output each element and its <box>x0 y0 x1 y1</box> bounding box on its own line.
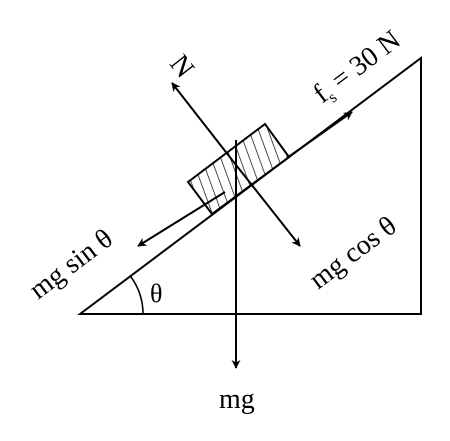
angle-arc <box>129 275 144 315</box>
friction-label: fs = 30 N <box>308 24 409 112</box>
perpendicular-component-label: mg cos θ <box>304 210 403 295</box>
perpendicular-component-arrow <box>235 164 301 247</box>
normal-force-arrow <box>171 82 237 166</box>
friction-arrow <box>286 111 353 159</box>
normal-label: N <box>163 49 200 84</box>
weight-label: mg <box>219 384 255 415</box>
parallel-component-label: mg sin θ <box>24 223 119 305</box>
parallel-component-arrow <box>137 191 226 247</box>
friction-value: = 30 N <box>320 24 407 100</box>
angle-label: θ <box>150 279 162 308</box>
